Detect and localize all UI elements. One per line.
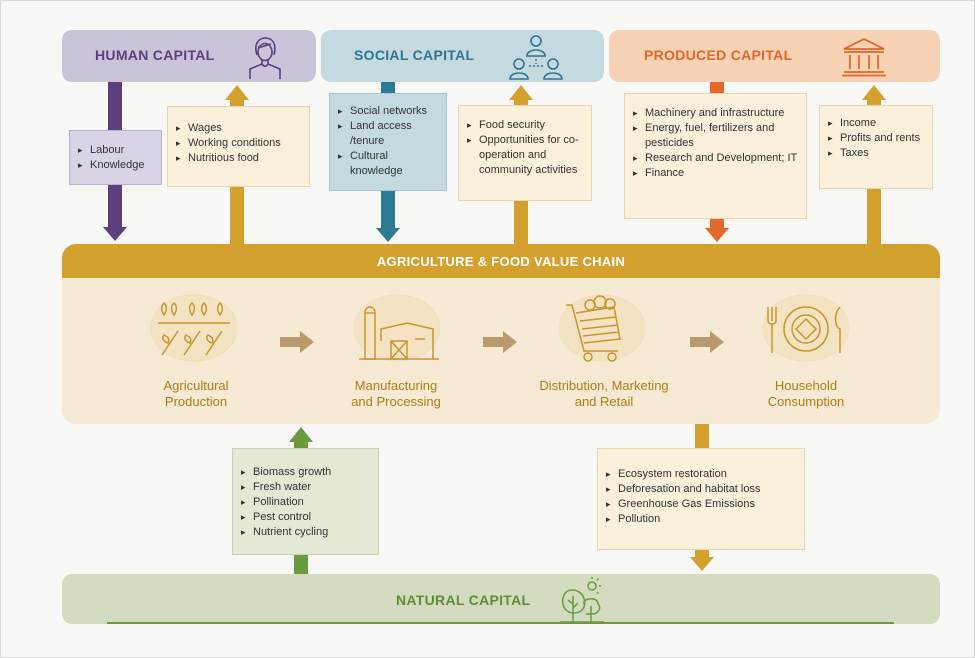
list-item: Opportunities for co-operation and commu… [467,133,583,178]
social-inflow-box: Social networks Land access /tenure Cult… [329,93,447,191]
produced-outflow-list: Income Profits and rents Taxes [828,116,924,161]
list-item: Nutritious food [176,151,301,166]
social-capital-title: SOCIAL CAPITAL [354,47,475,63]
natural-outflow-arrowhead [289,427,313,442]
stage-label-line: Manufacturing [354,378,438,393]
produced-outflow-box: Income Profits and rents Taxes [819,105,933,189]
social-outflow-arrowhead [509,85,533,100]
list-item: Working conditions [176,136,301,151]
social-inflow-arrowhead [376,228,400,242]
list-item: Research and Development; IT [633,151,798,166]
human-inflow-box: Labour Knowledge [69,130,162,185]
produced-inflow-box: Machinery and infrastructure Energy, fue… [624,93,807,219]
list-item: Knowledge [78,158,153,173]
tree-sun-icon [560,577,604,623]
natural-inflow-box: Ecosystem restoration Deforesation and h… [597,448,805,550]
list-item: Ecosystem restoration [606,467,796,482]
list-item: Taxes [828,146,924,161]
stage-label-line: Distribution, Marketing [539,378,669,393]
produced-capital-banner: PRODUCED CAPITAL [609,30,940,82]
human-outflow-box: Wages Working conditions Nutritious food [167,106,310,187]
list-item: Social networks [338,104,438,119]
value-chain-title: AGRICULTURE & FOOD VALUE CHAIN [376,254,626,269]
produced-inflow-arrowhead [705,228,729,242]
stage-label-distribution-marketing-retail: Distribution, Marketing and Retail [519,378,689,410]
list-item: Pest control [241,510,370,525]
list-item: Profits and rents [828,131,924,146]
natural-capital-banner: NATURAL CAPITAL [62,574,940,624]
list-item: Wages [176,121,301,136]
human-capital-banner: HUMAN CAPITAL [62,30,316,82]
list-item: Nutrient cycling [241,525,370,540]
person-icon [249,37,281,79]
list-item: Food security [467,118,583,133]
natural-outflow-box: Biomass growth Fresh water Pollination P… [232,448,379,555]
social-inflow-list: Social networks Land access /tenure Cult… [338,104,438,179]
factory-icon [353,294,441,362]
stage-label-manufacturing-processing: Manufacturing and Processing [326,378,466,410]
value-chain-header: AGRICULTURE & FOOD VALUE CHAIN [62,244,940,278]
produced-inflow-list: Machinery and infrastructure Energy, fue… [633,106,798,181]
list-item: Fresh water [241,480,370,495]
list-item: Labour [78,143,153,158]
stage-label-line: and Processing [351,394,441,409]
list-item: Deforesation and habitat loss [606,482,796,497]
human-inflow-arrowhead [103,227,127,241]
stage-label-household-consumption: Household Consumption [736,378,876,410]
bank-building-icon [842,38,886,77]
list-item: Machinery and infrastructure [633,106,798,121]
list-item: Greenhouse Gas Emissions [606,497,796,512]
flow-arrow-1 [280,331,314,353]
list-item: Pollution [606,512,796,527]
social-capital-banner: SOCIAL CAPITAL [321,30,604,82]
social-outflow-list: Food security Opportunities for co-opera… [467,118,583,178]
stage-label-line: Consumption [767,394,845,409]
list-item: Cultural knowledge [338,149,438,179]
natural-capital-title: NATURAL CAPITAL [396,592,531,608]
social-outflow-box: Food security Opportunities for co-opera… [458,105,592,201]
people-network-icon [509,35,563,80]
human-outflow-list: Wages Working conditions Nutritious food [176,121,301,166]
stage-label-line: Agricultural [163,378,229,393]
list-item: Land access /tenure [338,119,438,149]
flow-arrow-3 [690,331,724,353]
stage-label-line: and Retail [574,394,634,409]
produced-outflow-arrowhead [862,85,886,100]
natural-inflow-arrowhead [690,557,714,571]
stage-label-line: Household [774,378,838,393]
natural-capital-underline [107,622,894,624]
list-item: Energy, fuel, fertilizers and pesticides [633,121,798,151]
natural-outflow-list: Biomass growth Fresh water Pollination P… [241,465,370,540]
list-item: Pollination [241,495,370,510]
human-inflow-list: Labour Knowledge [78,143,153,173]
crops-icon [150,294,238,362]
human-capital-title: HUMAN CAPITAL [95,47,215,63]
list-item: Income [828,116,924,131]
natural-inflow-list: Ecosystem restoration Deforesation and h… [606,467,796,527]
list-item: Finance [633,166,798,181]
produced-capital-title: PRODUCED CAPITAL [644,47,793,63]
list-item: Biomass growth [241,465,370,480]
stage-label-agricultural-production: Agricultural Production [126,378,266,410]
plate-cutlery-icon [762,294,850,362]
stage-label-line: Production [164,394,228,409]
shopping-cart-icon [558,294,646,362]
human-outflow-arrowhead [225,85,249,100]
flow-arrow-2 [483,331,517,353]
